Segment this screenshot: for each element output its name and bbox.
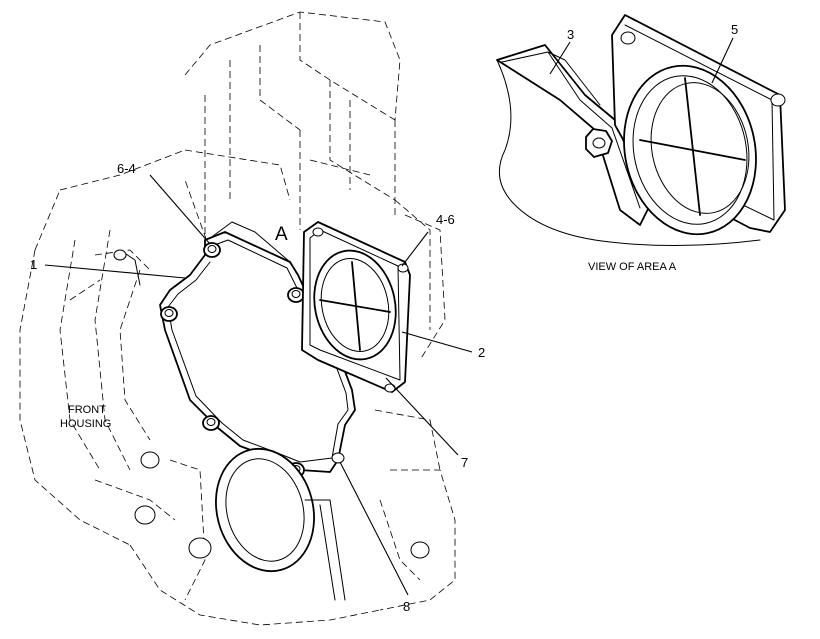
detail-rib-horizontal [639, 139, 746, 161]
bolt-top-left [203, 242, 221, 258]
leader-5 [711, 37, 734, 84]
front-housing-label-line2: HOUSING [60, 418, 111, 430]
callout-8: 8 [403, 599, 410, 614]
callout-leaders [44, 174, 473, 596]
lower-housing [113, 249, 430, 601]
view-caption: VIEW OF AREA A [588, 261, 677, 273]
gasket-tab [212, 221, 291, 263]
leader-4-6 [401, 231, 429, 267]
bolt-clip [331, 452, 345, 464]
callout-7: 7 [461, 455, 468, 470]
main-callouts: 6-4 1 4-6 2 7 8 A FRONT HOUSING [30, 161, 485, 614]
detail-bolt [585, 128, 613, 158]
callout-5: 5 [731, 22, 738, 37]
detail-boundary [496, 59, 761, 247]
callout-3: 3 [567, 27, 574, 42]
callout-1: 1 [30, 257, 37, 272]
access-cover [301, 221, 411, 393]
engine-block-outline [19, 11, 456, 626]
callout-4-6: 4-6 [436, 212, 455, 227]
bolt-top-right [287, 287, 305, 303]
crankshaft-opening [215, 447, 315, 573]
callout-2: 2 [478, 345, 485, 360]
bolt-left [160, 306, 178, 322]
leader-6-4 [149, 174, 211, 245]
access-cover-rib-horizontal [319, 299, 391, 313]
leader-1 [44, 264, 186, 279]
leader-2 [401, 331, 473, 353]
detail-rib-vertical [684, 77, 701, 216]
detail-view-area-a: 3 5 VIEW OF AREA A [496, 14, 786, 273]
area-marker-a: A [275, 224, 288, 245]
detail-gasket [496, 44, 651, 226]
access-cover-opening [313, 249, 397, 361]
bolt-lower-left [202, 415, 220, 431]
leader-3 [549, 41, 571, 75]
leader-8 [339, 461, 409, 596]
front-housing-label-line1: FRONT [68, 404, 106, 416]
leader-7 [385, 377, 459, 456]
callout-6-4: 6-4 [117, 161, 136, 176]
